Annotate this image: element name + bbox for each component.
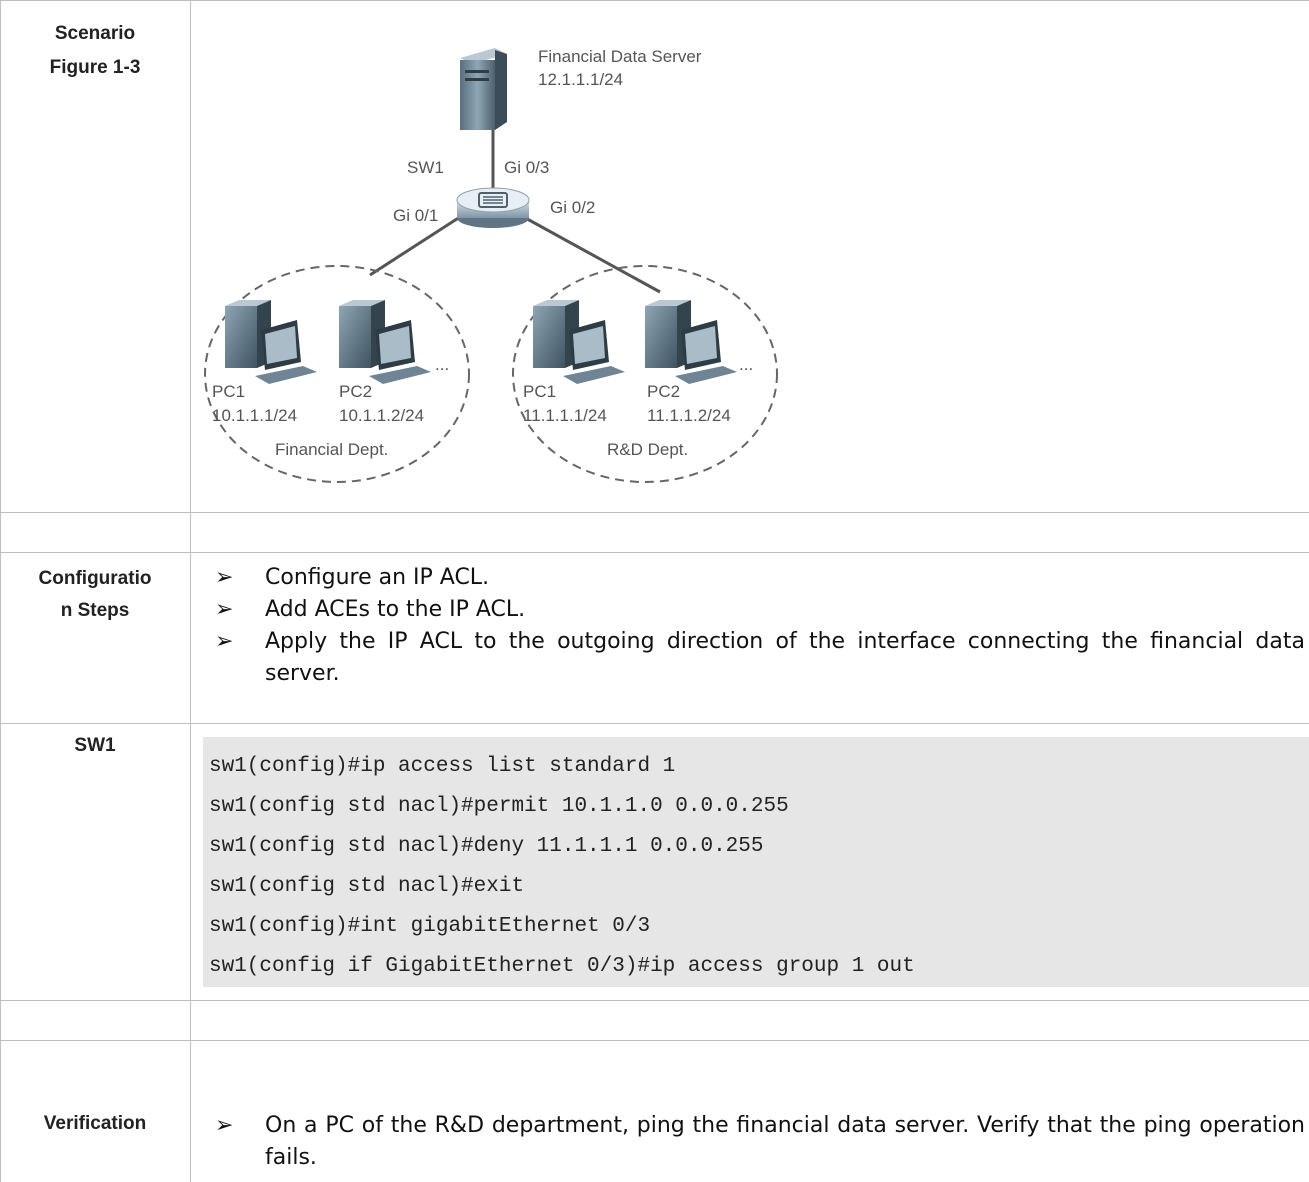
column-divider: [190, 0, 191, 1182]
code-line: sw1(config std nacl)#permit 10.1.1.0 0.0…: [209, 795, 789, 818]
fin-pc2-name: PC2: [339, 382, 373, 401]
rd-pc1-ip: 11.1.1.1/24: [523, 406, 607, 425]
verification-label: Verification: [43, 1113, 147, 1134]
server-ip-label: 12.1.1.1/24: [538, 70, 624, 89]
code-line: sw1(config std nacl)#deny 11.1.1.1 0.0.0…: [209, 835, 764, 858]
list-item: ➢ Apply the IP ACL to the outgoing direc…: [215, 626, 1305, 690]
pc-icon: [225, 300, 317, 384]
port-gi02-label: Gi 0/2: [550, 198, 596, 217]
config-steps-label: Configuratio n Steps: [0, 563, 190, 627]
table-left-border: [0, 0, 1, 1182]
scenario-label-line2: Figure 1-3: [49, 57, 141, 78]
verification-list: ➢ On a PC of the R&D department, ping th…: [215, 1110, 1305, 1174]
rd-group-label: R&D Dept.: [607, 440, 689, 459]
arrow-bullet-icon: ➢: [215, 629, 234, 654]
arrow-bullet-icon: ➢: [215, 597, 234, 622]
step-text: Add ACEs to the IP ACL.: [265, 597, 526, 622]
fin-pc1-ip: 10.1.1.1/24: [212, 406, 298, 425]
verification-text: On a PC of the R&D department, ping the …: [265, 1113, 1305, 1170]
config-steps-list: ➢ Configure an IP ACL. ➢ Add ACEs to the…: [215, 562, 1305, 690]
fin-pc2-ip: 10.1.1.2/24: [339, 406, 425, 425]
scenario-label: Scenario Figure 1-3: [0, 18, 190, 84]
topology-svg: [204, 48, 778, 483]
scenario-label-line1: Scenario: [54, 23, 136, 44]
rd-ellipsis-label: ...: [739, 355, 754, 374]
rd-dept-group: [512, 265, 778, 483]
sw1-label: SW1: [74, 735, 116, 756]
row-divider: [0, 1040, 1309, 1041]
port-gi03-label: Gi 0/3: [504, 158, 550, 177]
row-divider: [0, 552, 1309, 553]
arrow-bullet-icon: ➢: [215, 565, 234, 590]
code-line: sw1(config)#ip access list standard 1: [209, 755, 676, 778]
rd-pc1-name: PC1: [523, 382, 557, 401]
server-icon: [460, 48, 507, 130]
code-line: sw1(config std nacl)#exit: [209, 875, 525, 898]
fin-ellipsis-label: ...: [435, 355, 450, 374]
row-divider: [0, 512, 1309, 513]
row-divider: [0, 1000, 1309, 1001]
pc-icon: [533, 300, 625, 384]
link-switch-rd: [519, 213, 661, 294]
port-gi01-label: Gi 0/1: [393, 206, 439, 225]
fin-pc1-name: PC1: [212, 382, 246, 401]
server-name-label: Financial Data Server: [538, 47, 702, 66]
switch-name-label: SW1: [407, 158, 444, 177]
rd-pc2-name: PC2: [647, 382, 681, 401]
pc-icon: [645, 300, 737, 384]
config-steps-label-line2: n Steps: [60, 600, 130, 621]
cli-code-block: sw1(config)#ip access list standard 1 sw…: [203, 737, 1309, 987]
step-text: Configure an IP ACL.: [265, 565, 490, 590]
list-item: ➢ Configure an IP ACL.: [215, 562, 1305, 594]
pc-icon: [339, 300, 431, 384]
network-topology-diagram: Financial Data Server 12.1.1.1/24 SW1 Gi…: [195, 30, 815, 490]
fin-group-label: Financial Dept.: [275, 440, 389, 459]
switch-icon: [456, 187, 530, 228]
code-line: sw1(config)#int gigabitEthernet 0/3: [209, 915, 651, 938]
step-text: Apply the IP ACL to the outgoing directi…: [265, 629, 1305, 686]
link-switch-financial: [369, 213, 464, 277]
config-steps-label-line1: Configuratio: [38, 568, 152, 589]
list-item: ➢ Add ACEs to the IP ACL.: [215, 594, 1305, 626]
list-item: ➢ On a PC of the R&D department, ping th…: [215, 1110, 1305, 1174]
financial-dept-group: [204, 265, 470, 483]
row-divider: [0, 723, 1309, 724]
arrow-bullet-icon: ➢: [215, 1113, 234, 1138]
rd-pc2-ip: 11.1.1.2/24: [647, 406, 731, 425]
code-line: sw1(config if GigabitEthernet 0/3)#ip ac…: [209, 955, 915, 978]
row-divider: [0, 0, 1309, 1]
